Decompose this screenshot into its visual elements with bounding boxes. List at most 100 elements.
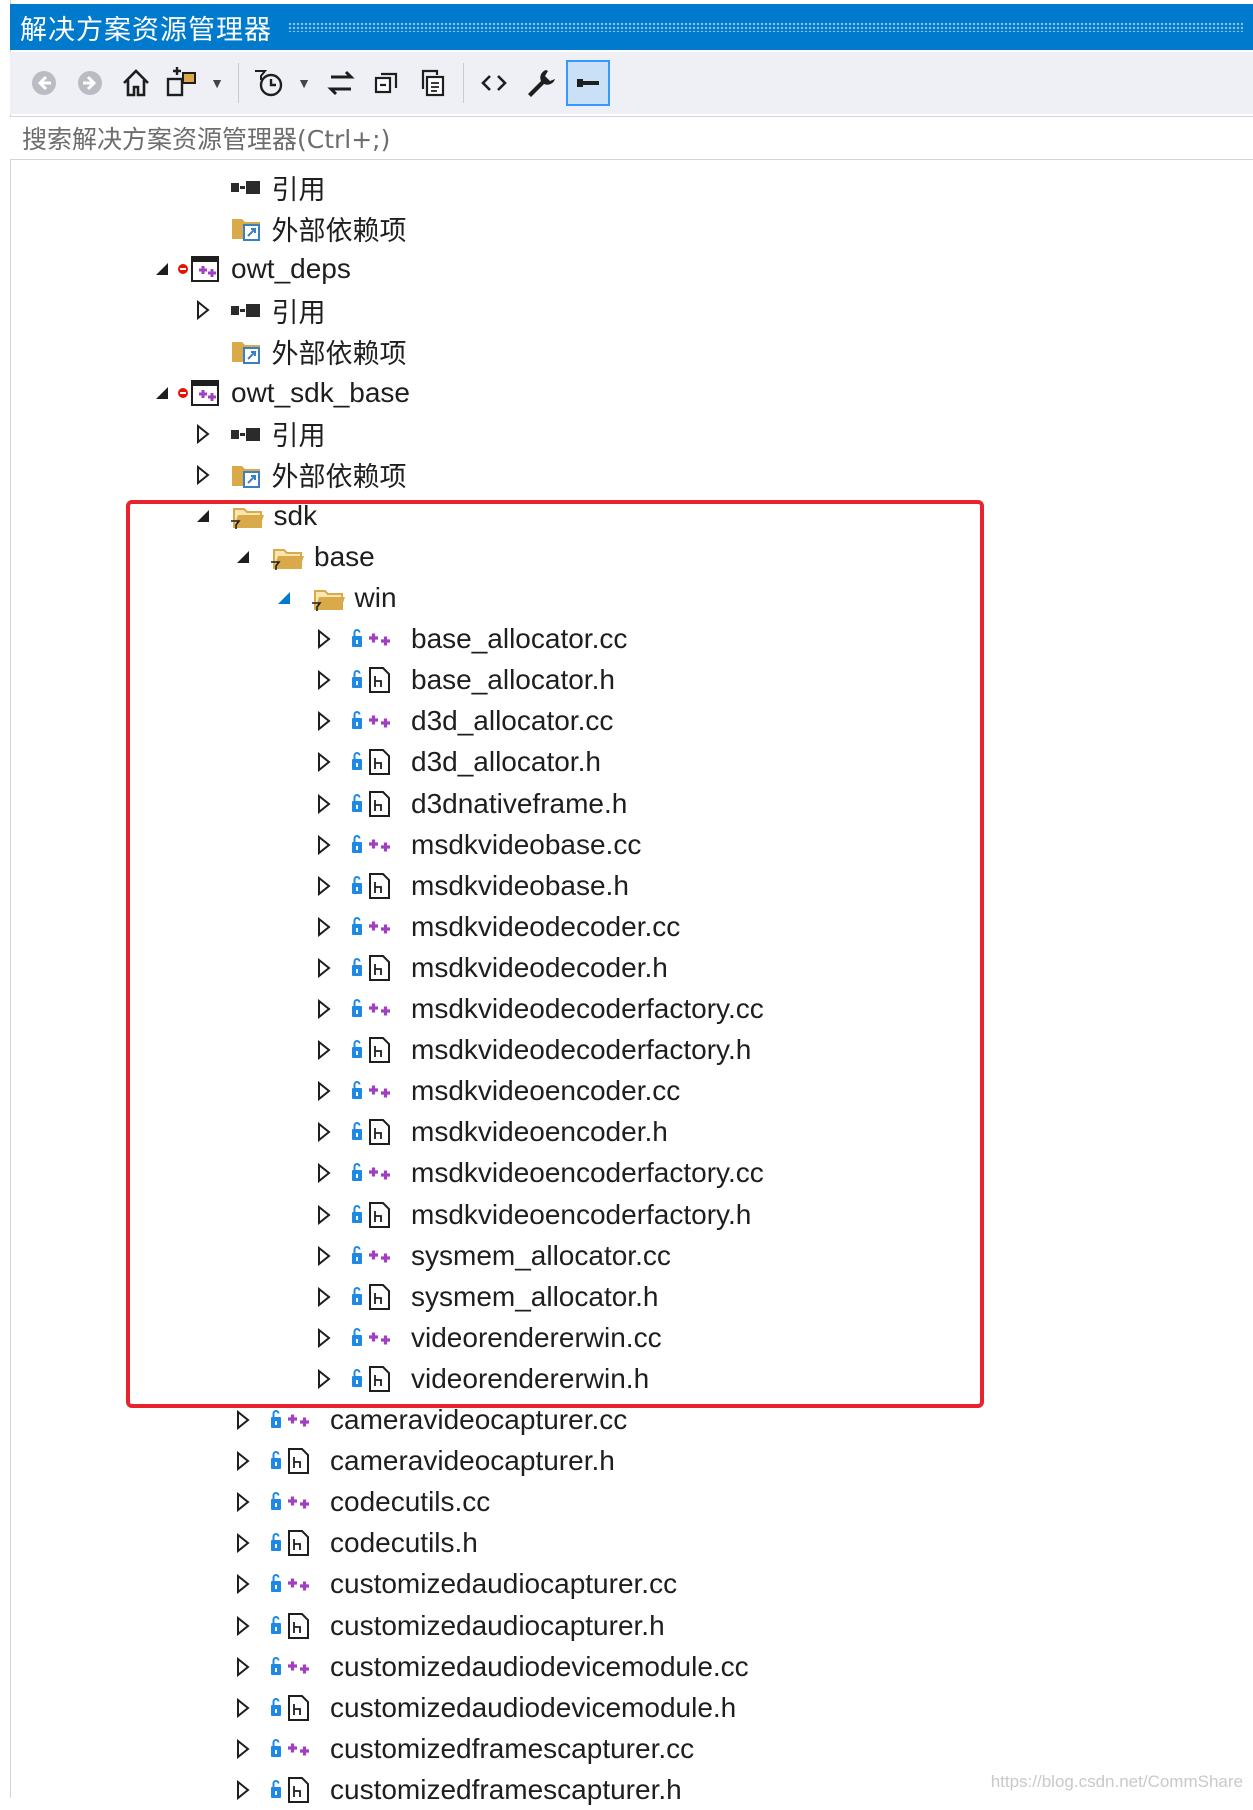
watermark: https://blog.csdn.net/CommShare — [990, 1772, 1243, 1791]
tree-item-label: customizedaudiodevicemodule.h — [330, 1691, 737, 1723]
tree-item[interactable]: customizedframescapturer.cc — [232, 1729, 694, 1769]
tree-item[interactable]: msdkvideodecoder.cc — [313, 907, 680, 947]
expanded-triangle-icon[interactable] — [273, 578, 295, 618]
collapsed-triangle-icon[interactable] — [313, 742, 335, 782]
collapsed-triangle-icon[interactable] — [232, 1606, 254, 1646]
tree-item[interactable]: 外部依赖项 — [192, 455, 407, 495]
collapsed-triangle-icon[interactable] — [313, 1277, 335, 1317]
tree-item[interactable]: msdkvideoencoder.cc — [313, 1071, 680, 1111]
tree-item[interactable]: cameravideocapturer.h — [232, 1441, 615, 1481]
collapsed-triangle-icon[interactable] — [313, 784, 335, 824]
collapsed-triangle-icon[interactable] — [232, 1647, 254, 1687]
filter-folder-icon — [230, 496, 266, 536]
properties-button[interactable] — [520, 60, 560, 106]
collapsed-triangle-icon[interactable] — [313, 1071, 335, 1111]
sync-active-document-button[interactable] — [321, 60, 361, 106]
tree-item[interactable]: msdkvideobase.cc — [313, 825, 641, 865]
collapsed-triangle-icon[interactable] — [232, 1400, 254, 1440]
panel-title-bar[interactable]: 解决方案资源管理器 — [10, 4, 1253, 50]
search-input[interactable]: 搜索解决方案资源管理器(Ctrl+;) — [22, 125, 391, 154]
tree-item[interactable]: 外部依赖项 — [192, 208, 407, 248]
back-button[interactable] — [24, 60, 64, 106]
tree-item[interactable]: win — [273, 578, 397, 618]
search-bar[interactable]: 搜索解决方案资源管理器(Ctrl+;) — [10, 116, 1253, 160]
tree-item[interactable]: d3dnativeframe.h — [313, 784, 627, 824]
tree-item[interactable]: msdkvideodecoderfactory.h — [313, 1030, 751, 1070]
tree-item[interactable]: sysmem_allocator.h — [313, 1277, 658, 1317]
switch-views-button[interactable] — [162, 60, 202, 106]
tree-item[interactable]: cameravideocapturer.cc — [232, 1400, 627, 1440]
collapsed-triangle-icon[interactable] — [232, 1688, 254, 1728]
collapsed-triangle-icon[interactable] — [232, 1482, 254, 1522]
forward-button[interactable] — [70, 60, 110, 106]
home-button[interactable] — [116, 60, 156, 106]
preview-selected-button[interactable] — [566, 60, 610, 106]
tree-item[interactable]: codecutils.h — [232, 1523, 478, 1563]
tree-item[interactable]: videorendererwin.cc — [313, 1318, 662, 1358]
collapsed-triangle-icon[interactable] — [232, 1729, 254, 1769]
expanded-triangle-icon[interactable] — [192, 496, 214, 536]
collapsed-triangle-icon[interactable] — [313, 701, 335, 741]
switch-views-dropdown[interactable]: ▼ — [208, 60, 226, 106]
collapsed-triangle-icon[interactable] — [313, 619, 335, 659]
collapsed-triangle-icon[interactable] — [313, 1318, 335, 1358]
collapsed-triangle-icon[interactable] — [232, 1523, 254, 1563]
tree-item[interactable]: base_allocator.h — [313, 660, 615, 700]
cpp-source-icon — [270, 1564, 322, 1604]
tree-item[interactable]: customizedaudiocapturer.h — [232, 1606, 665, 1646]
collapsed-triangle-icon[interactable] — [313, 989, 335, 1029]
tree-item[interactable]: owt_deps — [151, 249, 351, 289]
collapsed-triangle-icon[interactable] — [313, 1112, 335, 1152]
tree-item-label: cameravideocapturer.h — [330, 1445, 615, 1477]
collapsed-triangle-icon[interactable] — [313, 825, 335, 865]
show-all-files-button[interactable] — [413, 60, 453, 106]
collapsed-triangle-icon[interactable] — [313, 1236, 335, 1276]
collapsed-triangle-icon[interactable] — [313, 907, 335, 947]
tree-item[interactable]: videorendererwin.h — [313, 1359, 649, 1399]
collapsed-triangle-icon[interactable] — [232, 1770, 254, 1810]
tree-item[interactable]: codecutils.cc — [232, 1482, 490, 1522]
collapsed-triangle-icon[interactable] — [232, 1441, 254, 1481]
collapsed-triangle-icon[interactable] — [313, 1030, 335, 1070]
tree-item[interactable]: msdkvideodecoder.h — [313, 948, 668, 988]
tree-item[interactable]: d3d_allocator.h — [313, 742, 601, 782]
tree-item[interactable]: owt_sdk_base — [151, 373, 410, 413]
tree-item[interactable]: msdkvideobase.h — [313, 866, 629, 906]
collapsed-triangle-icon[interactable] — [313, 1359, 335, 1399]
tree-item[interactable]: base — [232, 537, 375, 577]
pending-changes-filter-button[interactable] — [249, 60, 289, 106]
collapsed-triangle-icon[interactable] — [192, 290, 214, 330]
title-grip[interactable] — [288, 22, 1243, 32]
pending-changes-dropdown[interactable]: ▼ — [295, 60, 313, 106]
collapsed-triangle-icon[interactable] — [313, 948, 335, 988]
expanded-triangle-icon[interactable] — [232, 537, 254, 577]
collapsed-triangle-icon[interactable] — [192, 455, 214, 495]
tree-item[interactable]: 外部依赖项 — [192, 331, 407, 371]
tree-item[interactable]: customizedaudiocapturer.cc — [232, 1564, 677, 1604]
collapse-all-button[interactable] — [367, 60, 407, 106]
tree-item[interactable]: d3d_allocator.cc — [313, 701, 613, 741]
tree-item[interactable]: msdkvideoencoder.h — [313, 1112, 668, 1152]
tree-item[interactable]: sysmem_allocator.cc — [313, 1236, 671, 1276]
collapsed-triangle-icon[interactable] — [313, 1153, 335, 1193]
tree-item[interactable]: 引用 — [192, 167, 326, 207]
collapsed-triangle-icon[interactable] — [313, 660, 335, 700]
tree-item[interactable]: msdkvideodecoderfactory.cc — [313, 989, 764, 1029]
tree-item[interactable]: 引用 — [192, 290, 326, 330]
tree-item[interactable]: base_allocator.cc — [313, 619, 627, 659]
collapsed-triangle-icon[interactable] — [313, 866, 335, 906]
expanded-triangle-icon[interactable] — [151, 373, 173, 413]
collapsed-triangle-icon[interactable] — [192, 414, 214, 454]
tree-item-label: videorendererwin.h — [411, 1362, 650, 1394]
tree-item[interactable]: msdkvideoencoderfactory.h — [313, 1195, 751, 1235]
tree-item[interactable]: msdkvideoencoderfactory.cc — [313, 1153, 764, 1193]
tree-item[interactable]: sdk — [192, 496, 317, 536]
tree-item[interactable]: customizedaudiodevicemodule.cc — [232, 1647, 749, 1687]
expanded-triangle-icon[interactable] — [151, 249, 173, 289]
tree-item[interactable]: customizedaudiodevicemodule.h — [232, 1688, 736, 1728]
view-code-button[interactable] — [474, 60, 514, 106]
tree-item[interactable]: 引用 — [192, 414, 326, 454]
collapsed-triangle-icon[interactable] — [313, 1195, 335, 1235]
tree-item[interactable]: customizedframescapturer.h — [232, 1770, 682, 1810]
collapsed-triangle-icon[interactable] — [232, 1564, 254, 1604]
